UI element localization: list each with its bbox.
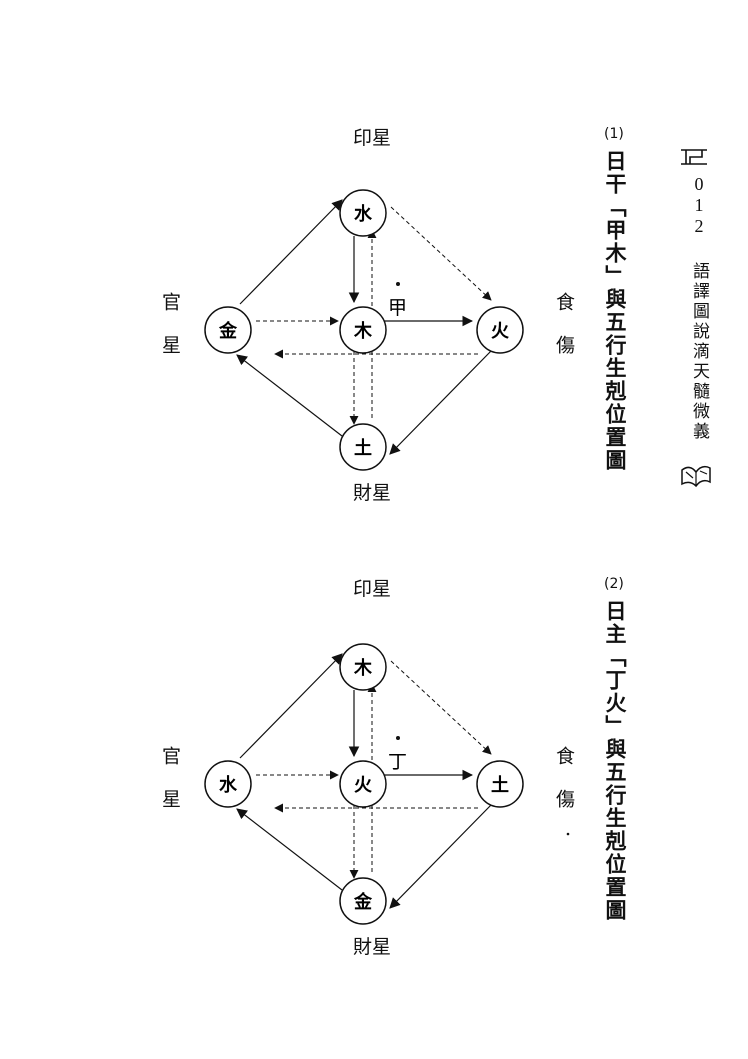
d2-edge-top-right — [390, 660, 492, 755]
d2-node-right-text: 土 — [491, 775, 509, 796]
diagram-1-label-left: 官星 — [159, 292, 181, 378]
d1-edge-bottom-left — [236, 354, 343, 437]
diagram-2-label-left: 官星 — [159, 746, 181, 832]
d2-edge-bottom-left — [236, 808, 343, 891]
d1-node-center — [339, 306, 387, 354]
d2-edge-left-top — [239, 653, 343, 759]
d2-node-bottom-text: 金 — [353, 891, 373, 913]
book-title: 語譯圖說滴天髓微義 — [689, 262, 709, 442]
diagram-1-label-right: 食傷 — [553, 292, 575, 378]
book-icon — [681, 465, 711, 488]
d2-node-top-text: 木 — [353, 657, 373, 679]
d1-node-bottom-text: 土 — [354, 438, 372, 459]
d1-edge-right-bottom — [389, 349, 493, 455]
d1-edge-top-right — [390, 206, 492, 301]
d1-node-center-text: 木 — [353, 320, 373, 342]
page-number: 012 — [689, 174, 709, 237]
diagram-1-label-top: 印星 — [353, 127, 392, 149]
d1-edge-left-top — [239, 199, 343, 305]
d2-node-left — [204, 760, 252, 808]
page-corner-mark-icon — [681, 149, 707, 165]
d1-node-top — [339, 189, 387, 237]
d1-node-top-text: 水 — [354, 203, 373, 225]
d1-node-right-text: 火 — [491, 321, 510, 342]
d2-node-right — [476, 760, 524, 808]
d1-node-left — [204, 306, 252, 354]
diagram-2-label-bottom: 財星 — [353, 936, 392, 958]
d1-center-label: 甲 — [388, 297, 407, 319]
d2-stray-dot — [566, 832, 570, 836]
d1-emphasis-dot — [396, 282, 400, 286]
d2-node-left-text: 水 — [219, 774, 238, 796]
d1-node-bottom — [339, 423, 387, 471]
diagram-2-label-top: 印星 — [353, 578, 392, 600]
d2-node-bottom — [339, 877, 387, 925]
d2-node-center-text: 火 — [354, 775, 373, 796]
diagram-2-label-right: 食傷 — [553, 746, 575, 832]
d2-emphasis-dot — [396, 736, 400, 740]
d2-node-center — [339, 760, 387, 808]
figure-2-number: (2) — [604, 576, 624, 592]
d1-node-right — [476, 306, 524, 354]
figure-2-title: 日主「丁火」與五行生剋位置圖 — [603, 600, 627, 922]
figure-1-title: 日干「甲木」與五行生剋位置圖 — [603, 150, 627, 472]
d2-center-label: 丁 — [388, 751, 407, 773]
figure-1-number: (1) — [604, 126, 624, 142]
d2-edge-right-bottom — [389, 803, 493, 909]
diagram-1-label-bottom: 財星 — [353, 482, 392, 504]
d1-node-left-text: 金 — [218, 320, 238, 342]
d2-node-top — [339, 643, 387, 691]
